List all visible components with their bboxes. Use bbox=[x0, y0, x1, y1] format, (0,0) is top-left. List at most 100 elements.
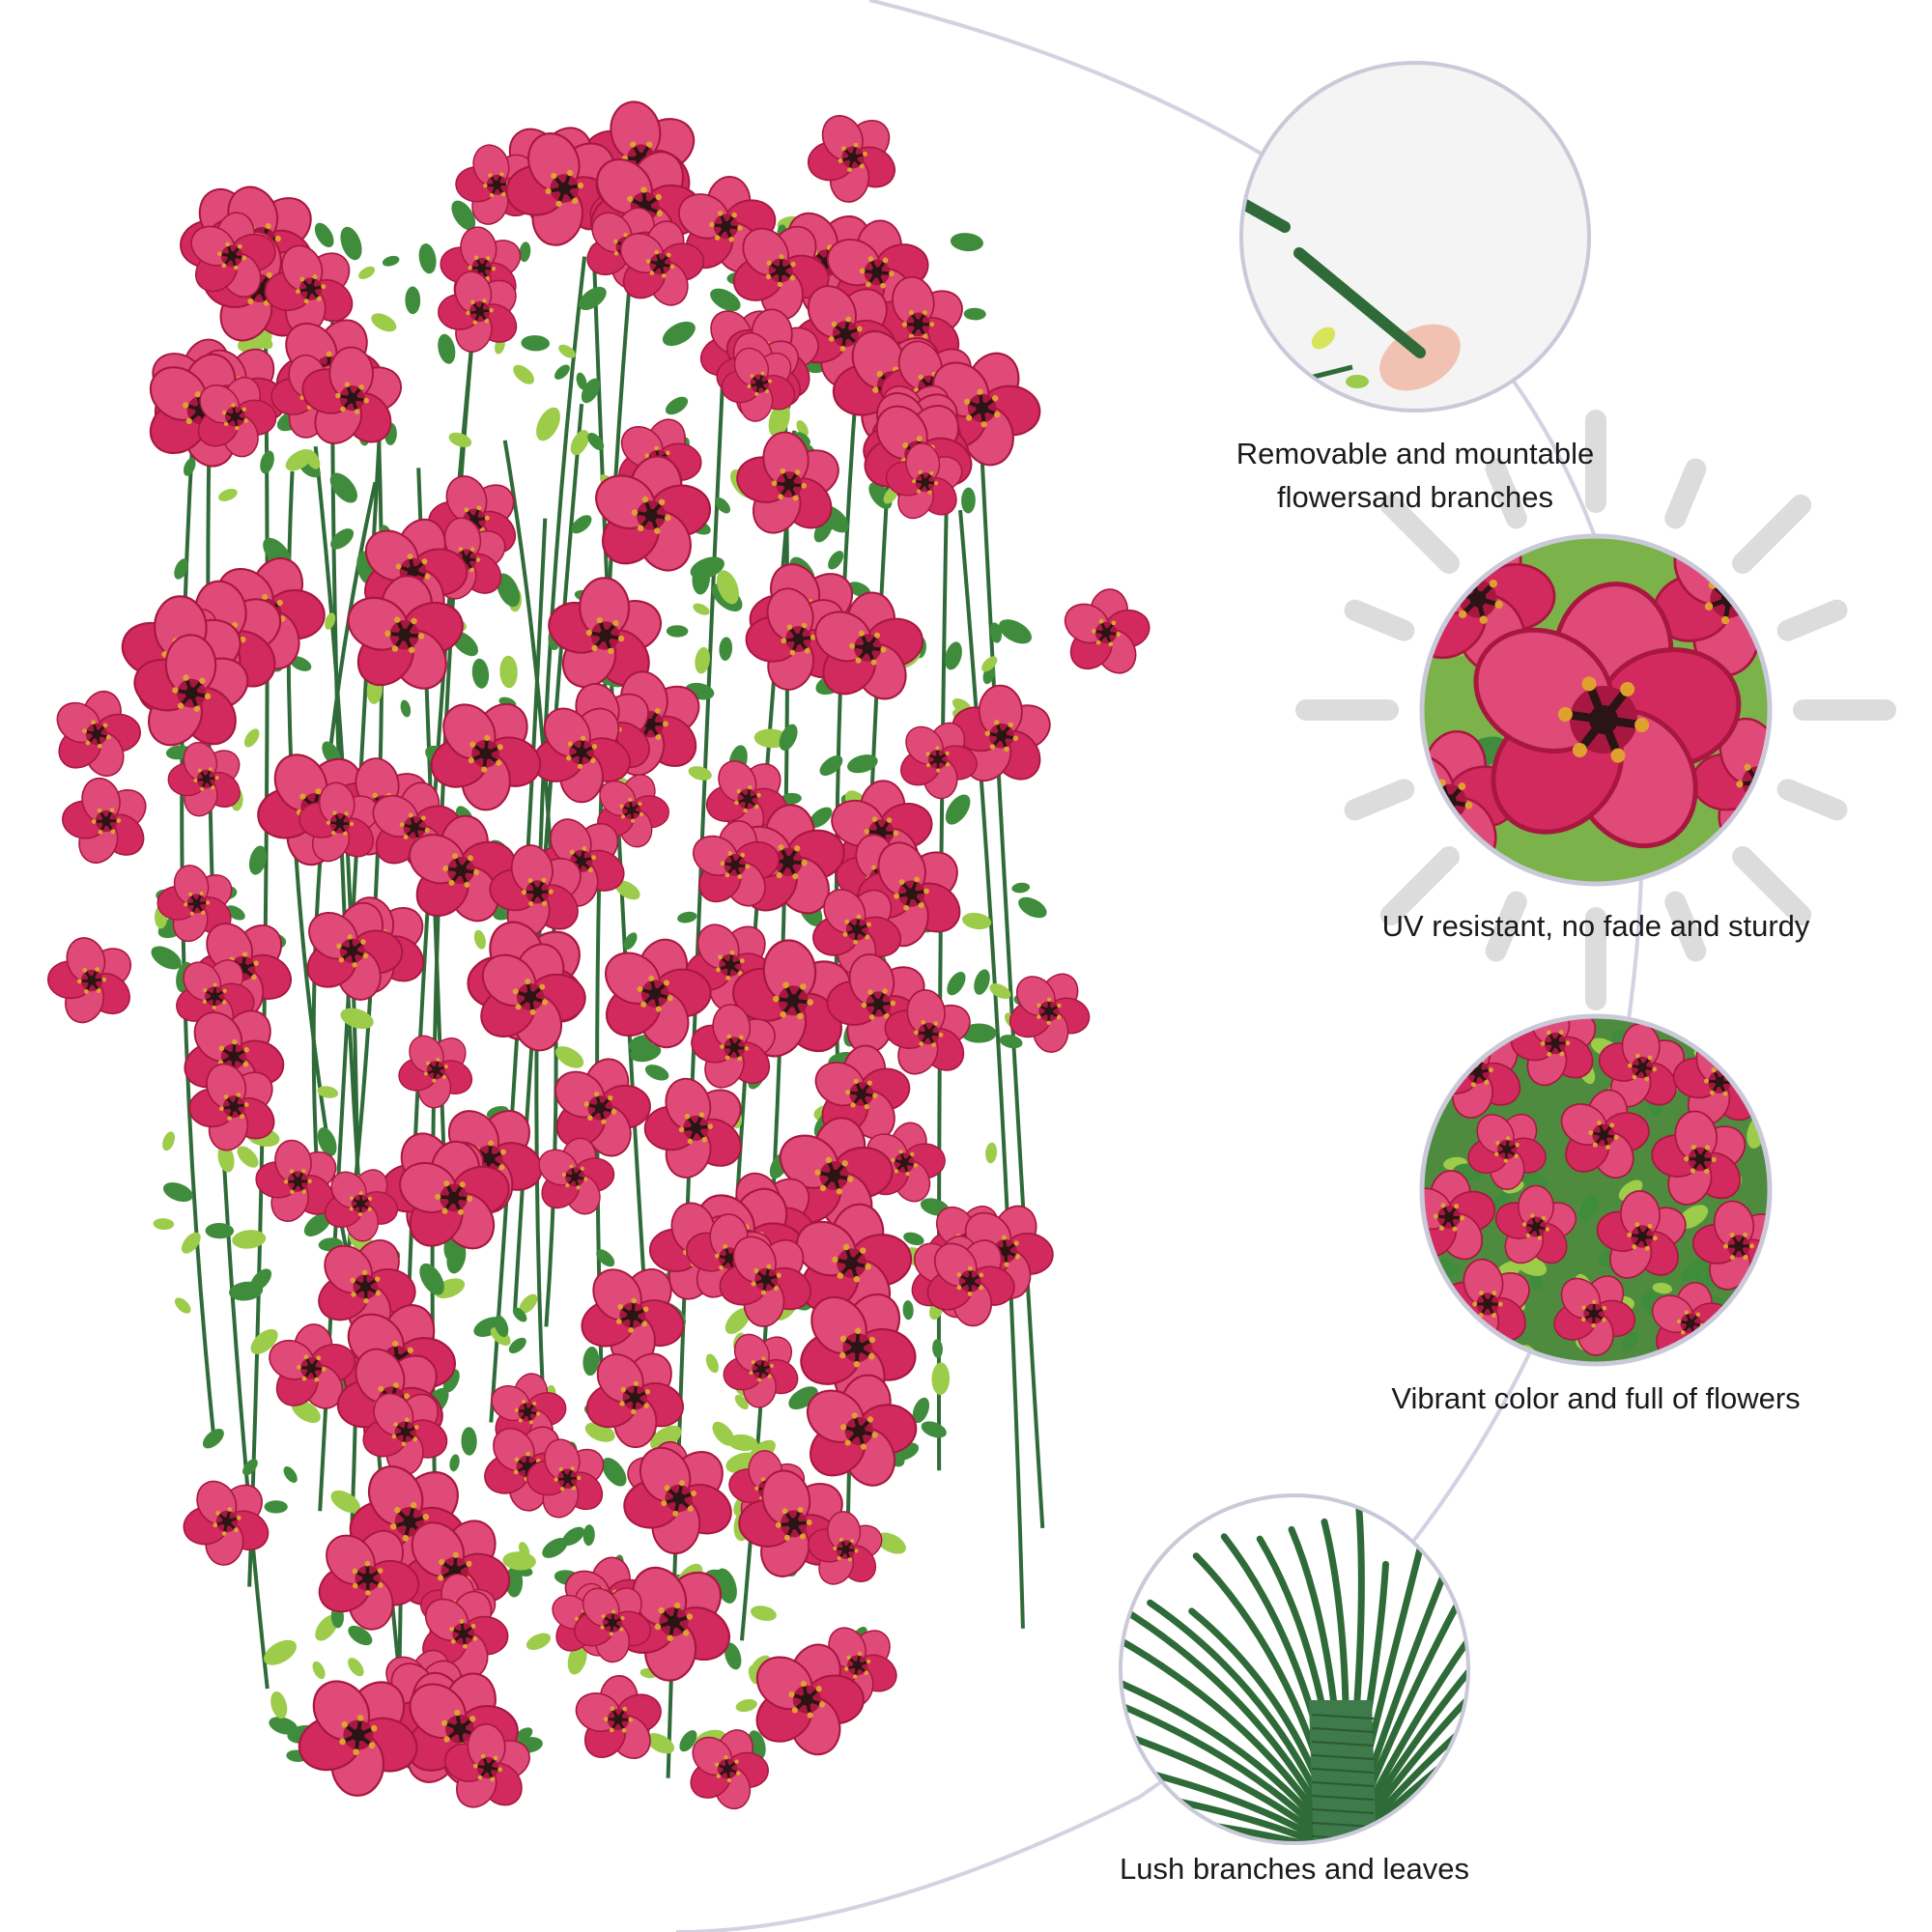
leaf bbox=[490, 1326, 511, 1346]
flower bbox=[643, 1077, 742, 1179]
leaf bbox=[250, 1328, 278, 1354]
leaf bbox=[819, 755, 843, 777]
leaf bbox=[330, 528, 355, 550]
leaf bbox=[348, 1625, 373, 1646]
hanging-flower-bouquet-image bbox=[47, 100, 1151, 1810]
flower bbox=[347, 575, 464, 690]
flower bbox=[732, 225, 830, 321]
leaf bbox=[1426, 1298, 1454, 1321]
flower bbox=[188, 1063, 275, 1151]
leaf bbox=[719, 637, 733, 661]
leaf bbox=[554, 1046, 584, 1068]
stem bbox=[958, 509, 1025, 1629]
leaf bbox=[947, 971, 966, 996]
flower bbox=[585, 1352, 684, 1449]
flower bbox=[623, 1446, 732, 1555]
flower bbox=[705, 760, 788, 841]
leaf bbox=[303, 1212, 331, 1236]
flower bbox=[538, 1137, 615, 1215]
leaf bbox=[174, 1297, 191, 1314]
flower bbox=[480, 943, 586, 1052]
feature-circle-vibrant bbox=[1419, 1013, 1773, 1367]
leaf bbox=[330, 1490, 360, 1514]
flower bbox=[605, 938, 712, 1049]
leaf bbox=[847, 754, 878, 774]
leaf bbox=[989, 983, 1011, 1000]
leaf bbox=[217, 1144, 235, 1173]
leaf bbox=[679, 1730, 697, 1752]
stem bbox=[976, 373, 1045, 1528]
leaf bbox=[903, 1232, 924, 1246]
sun-ray bbox=[1485, 458, 1527, 529]
leaf bbox=[1745, 1039, 1761, 1064]
leaf bbox=[558, 344, 576, 358]
leaf bbox=[614, 880, 640, 900]
leaf bbox=[519, 242, 531, 263]
leaf bbox=[270, 1691, 288, 1719]
leaf bbox=[264, 1500, 288, 1514]
leaf bbox=[962, 912, 992, 930]
leaf bbox=[582, 1524, 595, 1547]
leaf bbox=[932, 1339, 943, 1358]
leaf bbox=[1011, 882, 1031, 894]
leaf bbox=[325, 612, 336, 630]
flower bbox=[1473, 582, 1742, 849]
caption-line: Lush branches and leaves bbox=[1120, 1852, 1469, 1886]
flower bbox=[867, 1122, 946, 1203]
leaf bbox=[405, 286, 421, 315]
leaf bbox=[662, 321, 696, 347]
flower bbox=[690, 1729, 769, 1810]
leaf bbox=[644, 1065, 669, 1081]
feature-circle-removable bbox=[1239, 61, 1591, 412]
leaf bbox=[828, 551, 844, 570]
leaf bbox=[151, 946, 182, 970]
leaf bbox=[317, 1127, 337, 1156]
leaf bbox=[724, 1308, 751, 1334]
caption-line: Vibrant color and full of flowers bbox=[1391, 1381, 1801, 1415]
leaf bbox=[999, 1035, 1023, 1049]
flower bbox=[806, 1374, 918, 1487]
leaf bbox=[630, 1043, 662, 1063]
leaf bbox=[162, 1131, 175, 1151]
leaf bbox=[1432, 1071, 1445, 1095]
leaf bbox=[248, 845, 268, 875]
flower bbox=[960, 1205, 1054, 1299]
leaf bbox=[579, 286, 607, 311]
leaf bbox=[521, 335, 551, 352]
flower bbox=[56, 690, 141, 778]
flower bbox=[619, 220, 705, 306]
leaf bbox=[875, 1532, 906, 1554]
leaf bbox=[716, 570, 739, 605]
flower bbox=[1009, 973, 1091, 1053]
flower bbox=[298, 1680, 418, 1797]
leaf bbox=[735, 1699, 757, 1713]
leaf bbox=[218, 488, 238, 501]
feature-caption-vibrant: Vibrant color and full of flowers bbox=[1306, 1377, 1886, 1420]
caption-line: Removable and mountable bbox=[1236, 437, 1595, 470]
leaf bbox=[358, 266, 376, 279]
leaf bbox=[902, 1300, 914, 1321]
flower bbox=[884, 989, 971, 1075]
leaf bbox=[912, 1397, 930, 1424]
leaf bbox=[153, 1218, 175, 1231]
sun-ray bbox=[1664, 458, 1707, 529]
leaf bbox=[494, 1315, 509, 1338]
flower bbox=[1064, 588, 1151, 674]
flower bbox=[409, 814, 517, 923]
leaf bbox=[727, 1434, 758, 1452]
leaf bbox=[499, 655, 518, 689]
leaf bbox=[666, 625, 689, 638]
leaf bbox=[570, 430, 589, 456]
leaf bbox=[1422, 1282, 1444, 1299]
flower bbox=[1651, 1110, 1747, 1206]
leaf bbox=[734, 1394, 749, 1409]
leaf bbox=[382, 255, 400, 267]
flower-cluster-icon bbox=[1422, 1016, 1770, 1364]
leaf bbox=[1530, 1272, 1543, 1293]
flower bbox=[1598, 1023, 1685, 1108]
leaf bbox=[1618, 1179, 1643, 1201]
leaf bbox=[371, 313, 397, 332]
flower bbox=[885, 442, 963, 520]
leaf bbox=[781, 792, 802, 805]
sun-ray bbox=[1485, 891, 1527, 962]
